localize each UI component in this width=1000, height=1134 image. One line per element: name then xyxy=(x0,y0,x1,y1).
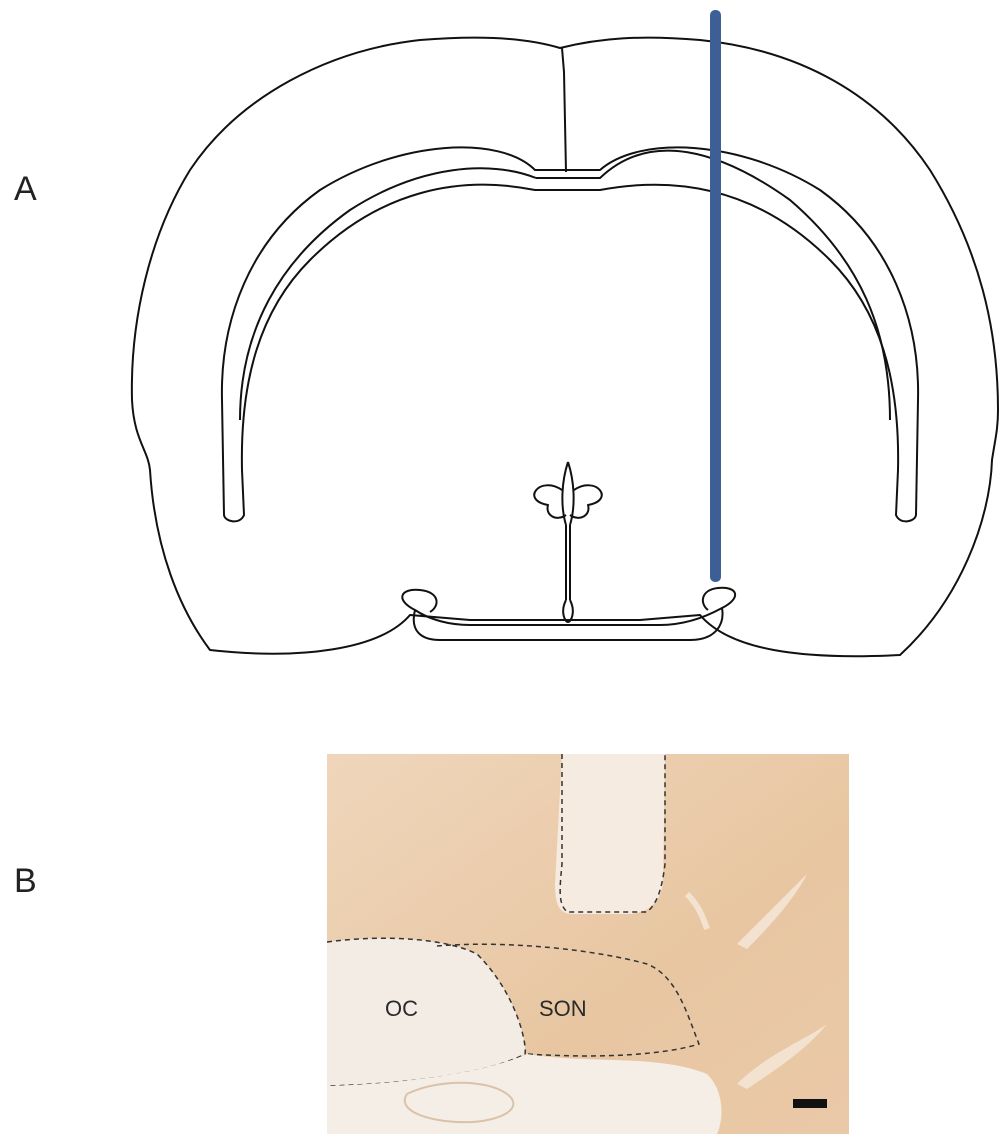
oc-label: OC xyxy=(385,996,418,1021)
scale-bar xyxy=(793,1099,827,1108)
son-label: SON xyxy=(539,996,587,1021)
midline-fissure xyxy=(562,48,566,172)
third-ventricle xyxy=(562,462,573,622)
panel-label-b: B xyxy=(14,862,37,901)
cannula-track-region xyxy=(555,754,665,914)
micrograph-image: OC SON xyxy=(327,754,849,1134)
optic-tract-left xyxy=(402,590,436,612)
brain-section-diagram xyxy=(0,0,1000,700)
probe-track xyxy=(710,10,721,582)
optic-chiasm xyxy=(414,608,723,640)
optic-tract-right xyxy=(703,588,735,610)
